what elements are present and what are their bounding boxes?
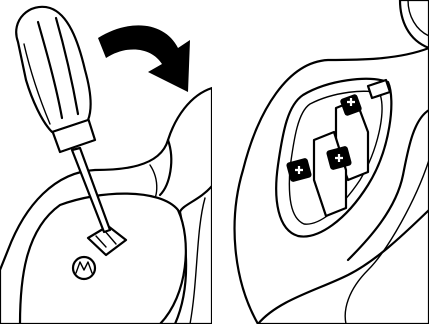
remove-cover-illustration — [0, 0, 212, 324]
rotate-arrow-icon — [98, 25, 190, 92]
earcup-body — [0, 88, 212, 324]
insert-batteries-illustration — [218, 0, 429, 324]
headband — [400, 0, 429, 48]
panel-remove-cover — [0, 0, 212, 324]
panel-insert-batteries — [218, 0, 429, 324]
